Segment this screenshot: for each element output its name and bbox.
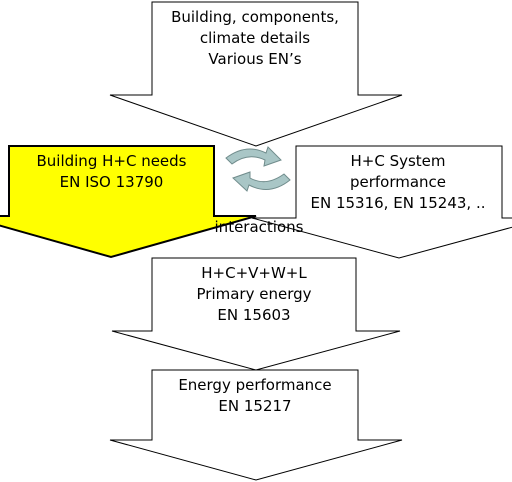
building-inputs-label: Building, components, climate details Va… [171, 7, 339, 68]
system-performance-arrow-shape [251, 145, 512, 259]
system-performance-label: H+C System performance EN 15316, EN 1524… [310, 151, 486, 212]
heating-cooling-needs-arrow-shape [0, 145, 257, 259]
primary-energy-label: H+C+V+W+L Primary energy EN 15603 [196, 263, 312, 324]
circular-arrows-icon [225, 146, 291, 192]
building-inputs-arrow-shape [109, 1, 403, 147]
interactions-label: interactions [214, 217, 304, 236]
energy-performance-label: Energy performance EN 15217 [178, 376, 332, 415]
heating-cooling-needs-label: Building H+C needs EN ISO 13790 [36, 152, 187, 191]
energy-performance-arrow-shape [109, 369, 403, 481]
primary-energy-arrow-shape [111, 257, 401, 371]
